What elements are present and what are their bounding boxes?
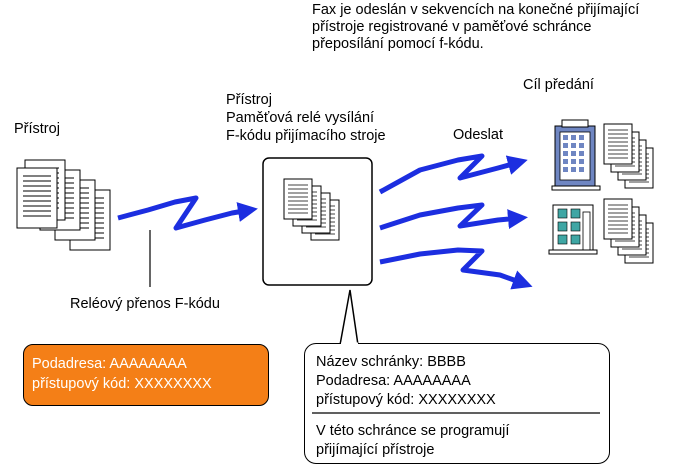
send-label: Odeslat: [453, 127, 503, 143]
top-note-line-1: Fax je odeslán v sekvencích na konečné p…: [312, 2, 640, 18]
mailbox-note-line-2: přijímající přístroje: [316, 442, 435, 458]
destination-1-document-stack-icon: [603, 123, 654, 189]
destination-building-1-icon: [551, 119, 601, 191]
orange-access-code-text: přístupový kód: XXXXXXXX: [32, 376, 212, 392]
relay-transfer-label: Reléový přenos F-kódu: [70, 296, 220, 312]
destination-building-2-icon: [548, 204, 598, 255]
orange-subaddress-text: Podadresa: AAAAAAAA: [32, 356, 187, 372]
top-note-line-2: přístroje registrované v paměťové schrán…: [312, 19, 592, 35]
relay-machine-label-2: Paměťová relé vysílání: [226, 110, 375, 126]
mailbox-subaddress-text: Podadresa: AAAAAAAA: [316, 373, 471, 389]
sender-label: Přístroj: [14, 121, 60, 137]
send-arrow-1: [378, 153, 528, 195]
destination-label: Cíl předání: [523, 77, 594, 93]
mailbox-info-box: [304, 343, 610, 464]
relay-transfer-arrow: [117, 195, 258, 231]
mailbox-callout-pointer: [339, 289, 359, 346]
mailbox-note-line-1: V této schránce se programují: [316, 423, 510, 439]
send-arrow-3: [379, 247, 533, 290]
mailbox-name-text: Název schránky: BBBB: [316, 354, 466, 370]
sender-document-stack-icon: [16, 159, 111, 251]
destination-2-document-stack-icon: [603, 198, 654, 264]
send-arrow-2: [379, 202, 528, 231]
top-note-line-3: přeposílání pomocí f-kódu.: [312, 36, 484, 52]
relay-machine-label-1: Přístroj: [226, 92, 272, 108]
relay-machine-label-3: F-kódu přijímacího stroje: [226, 128, 386, 144]
mailbox-access-code-text: přístupový kód: XXXXXXXX: [316, 392, 496, 408]
sender-subaddress-box: [23, 344, 269, 406]
